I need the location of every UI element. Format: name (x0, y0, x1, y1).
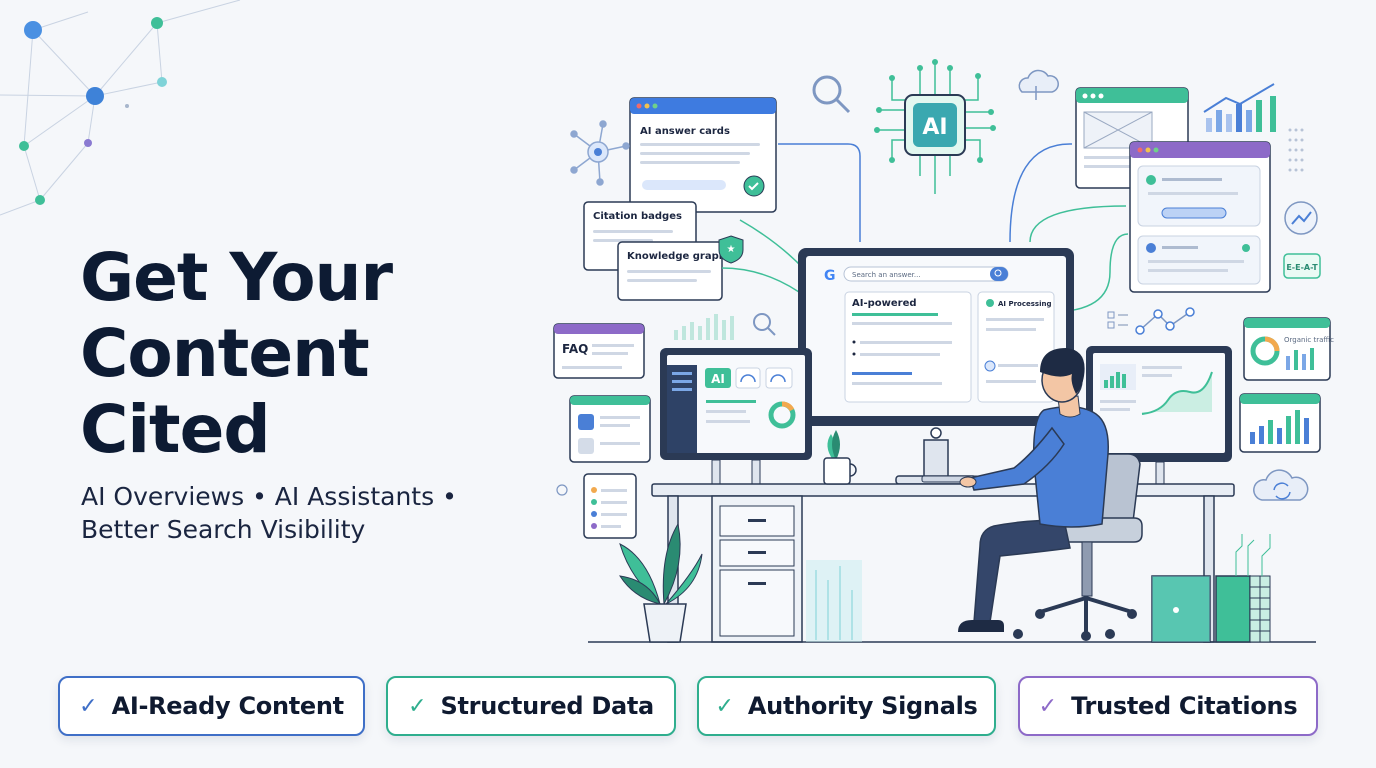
hero-subtitle-line-2: Better Search Visibility (81, 515, 366, 544)
data-glow-decoration (806, 560, 862, 642)
hero-title-line-1: Get Your (80, 239, 393, 316)
organic-traffic-label: Organic traffic (1284, 336, 1334, 344)
pill-label: Structured Data (440, 692, 655, 720)
eeat-badge: E-E-A-T (1283, 253, 1321, 279)
card-faq-label: FAQ (562, 342, 588, 356)
search-result-card (569, 395, 651, 463)
left-monitor: AI (660, 348, 812, 485)
card-ai-answer-cards-label: AI answer cards (640, 126, 730, 137)
ai-chip-label: AI (922, 115, 947, 140)
mini-network-icon (1107, 307, 1195, 335)
dots-decoration (1288, 128, 1304, 172)
card-citation-badges-label: Citation badges (593, 211, 682, 222)
pill-authority-signals[interactable]: ✓ Authority Signals (697, 676, 996, 736)
pill-label: Trusted Citations (1071, 692, 1298, 720)
trend-circle-icon (1284, 201, 1318, 235)
organic-traffic-card: Organic traffic (1243, 317, 1334, 381)
pill-label: AI-Ready Content (111, 692, 345, 720)
check-icon: ✓ (79, 693, 98, 719)
ai-answer-cards-window: AI answer cards (629, 97, 777, 213)
card-knowledge-graph-label: Knowledge graph (627, 251, 726, 262)
network-nodes (19, 17, 167, 205)
check-icon: ✓ (408, 693, 427, 719)
hero-title: Get Your Content Cited (80, 239, 393, 468)
network-decoration (0, 0, 241, 216)
cloud-upload-icon (1018, 69, 1059, 100)
hero-title-line-3: Cited (80, 391, 271, 468)
pill-label: Authority Signals (747, 692, 978, 720)
monitor-ai-processing-label: AI Processing (998, 300, 1051, 308)
mug-plant (823, 430, 857, 485)
right-monitor (1086, 346, 1232, 485)
faq-card: FAQ (553, 323, 645, 379)
svg-text:★: ★ (727, 244, 736, 255)
laptop-ai-tag: AI (711, 372, 725, 386)
eeat-badge-label: E-E-A-T (1286, 263, 1318, 272)
person-at-desk (958, 348, 1143, 641)
small-magnifier-icon (753, 313, 776, 336)
analytics-card (1239, 393, 1321, 453)
hero-subtitle: AI Overviews • AI Assistants • Better Se… (81, 480, 457, 546)
trend-bar-chart-decoration (1203, 83, 1276, 132)
hub-node-icon (570, 120, 630, 186)
floor-plant (618, 522, 703, 643)
knowledge-graph-card: Knowledge graph ★ (617, 235, 744, 301)
list-card (583, 473, 637, 539)
small-bars-decoration (674, 314, 734, 340)
main-monitor: G Search an answer... AI-powered AI Proc… (798, 248, 1074, 485)
monitor-search-placeholder: Search an answer... (852, 271, 921, 279)
magnifier-icon (812, 75, 851, 114)
check-icon: ✓ (715, 693, 734, 719)
monitor-ai-powered-label: AI-powered (852, 298, 917, 309)
pill-ai-ready-content[interactable]: ✓ AI-Ready Content (58, 676, 365, 736)
svg-text:G: G (824, 268, 836, 284)
ai-chip-icon: AI (874, 59, 996, 194)
pill-structured-data[interactable]: ✓ Structured Data (386, 676, 676, 736)
hero-title-line-2: Content (80, 315, 370, 392)
ai-answers-window (1129, 141, 1271, 293)
hero-subtitle-line-1: AI Overviews • AI Assistants • (81, 482, 457, 511)
pill-trusted-citations[interactable]: ✓ Trusted Citations (1018, 676, 1318, 736)
server-blocks (1151, 534, 1271, 643)
cloud-sync-icon (1253, 469, 1309, 501)
check-icon: ✓ (1038, 693, 1058, 719)
